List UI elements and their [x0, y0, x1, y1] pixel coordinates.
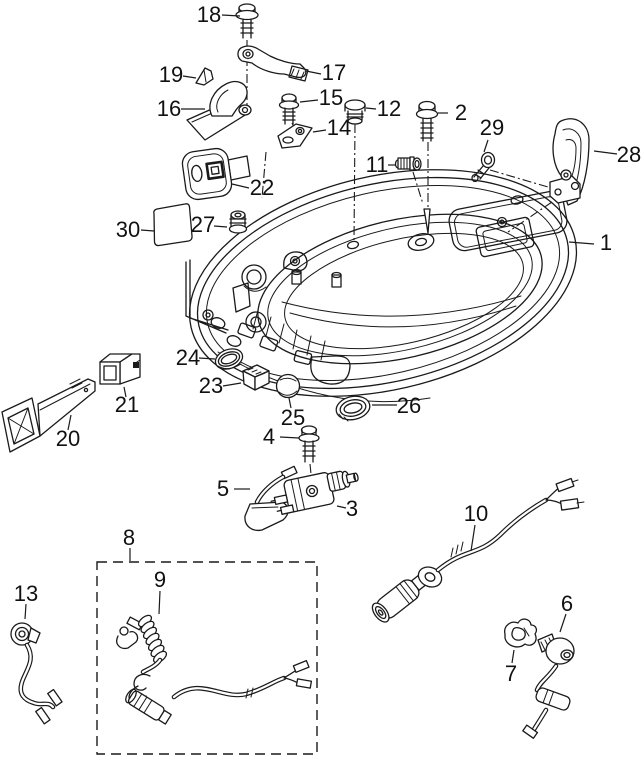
part-12-plug — [345, 100, 365, 124]
part-27-bushing — [230, 211, 247, 233]
callout-8: 8 — [123, 525, 135, 550]
callout-16: 16 — [157, 96, 181, 121]
callout-27: 27 — [191, 212, 215, 237]
part-17-bracket — [238, 46, 308, 81]
callout-7: 7 — [505, 661, 517, 686]
callout-22: 22 — [250, 175, 274, 200]
callout-4: 4 — [263, 424, 275, 449]
part-22-grommet — [181, 147, 250, 201]
leader-lines — [25, 15, 617, 663]
callout-10: 10 — [464, 501, 488, 526]
callout-18: 18 — [197, 2, 221, 27]
callout-labels: 18 17 19 16 15 14 12 2 29 11 28 22 27 30… — [14, 2, 641, 686]
callout-28: 28 — [617, 142, 641, 167]
part-16-bracket — [187, 82, 251, 140]
part-18-bolt — [236, 4, 258, 38]
part-15-bolt — [280, 94, 299, 124]
part-28-bracket — [550, 119, 589, 205]
part-4-bolt — [299, 426, 319, 462]
callout-30: 30 — [116, 217, 140, 242]
part-20-duct — [2, 379, 95, 452]
callout-25: 25 — [281, 405, 305, 430]
callout-24: 24 — [176, 345, 200, 370]
callout-21: 21 — [115, 392, 139, 417]
callout-11: 11 — [366, 152, 389, 177]
callout-17: 17 — [322, 60, 346, 85]
part-5-ground-lead — [245, 466, 297, 530]
part-25-cap — [277, 375, 300, 398]
callout-3: 3 — [346, 496, 358, 521]
callout-14: 14 — [327, 115, 351, 140]
part-19-seal — [196, 68, 213, 85]
part-1-lower-cover — [167, 134, 599, 431]
part-6-sensor — [523, 634, 574, 738]
callout-5: 5 — [217, 476, 229, 501]
part-24-cap — [213, 345, 246, 372]
part-14-clamp — [278, 124, 312, 148]
part-3-coil — [268, 466, 363, 516]
callout-15: 15 — [319, 85, 343, 110]
callout-29: 29 — [480, 115, 504, 140]
part-30-pad — [154, 204, 192, 246]
callout-2: 2 — [455, 100, 467, 125]
callout-1: 1 — [600, 230, 612, 255]
part-23-plug — [243, 365, 269, 390]
callout-26: 26 — [397, 393, 421, 418]
part-7-clamp — [505, 619, 537, 647]
part-21-connector — [100, 354, 140, 384]
part-13-lead-wire — [11, 623, 62, 724]
part-29-bolt — [472, 153, 495, 182]
part-2-bolt — [417, 102, 438, 142]
callout-23: 23 — [199, 373, 223, 398]
callout-12: 12 — [377, 96, 401, 121]
callout-6: 6 — [561, 591, 573, 616]
callout-19: 19 — [159, 62, 183, 87]
part-9-lanyard — [117, 613, 312, 725]
part-10-harness — [369, 479, 584, 625]
part-8-switch-assembly-box — [97, 562, 317, 754]
callout-9: 9 — [154, 567, 166, 592]
callout-13: 13 — [14, 581, 38, 606]
part-11-bolt — [396, 157, 422, 170]
callout-20: 20 — [56, 426, 80, 451]
part-26-grommet — [334, 393, 372, 423]
